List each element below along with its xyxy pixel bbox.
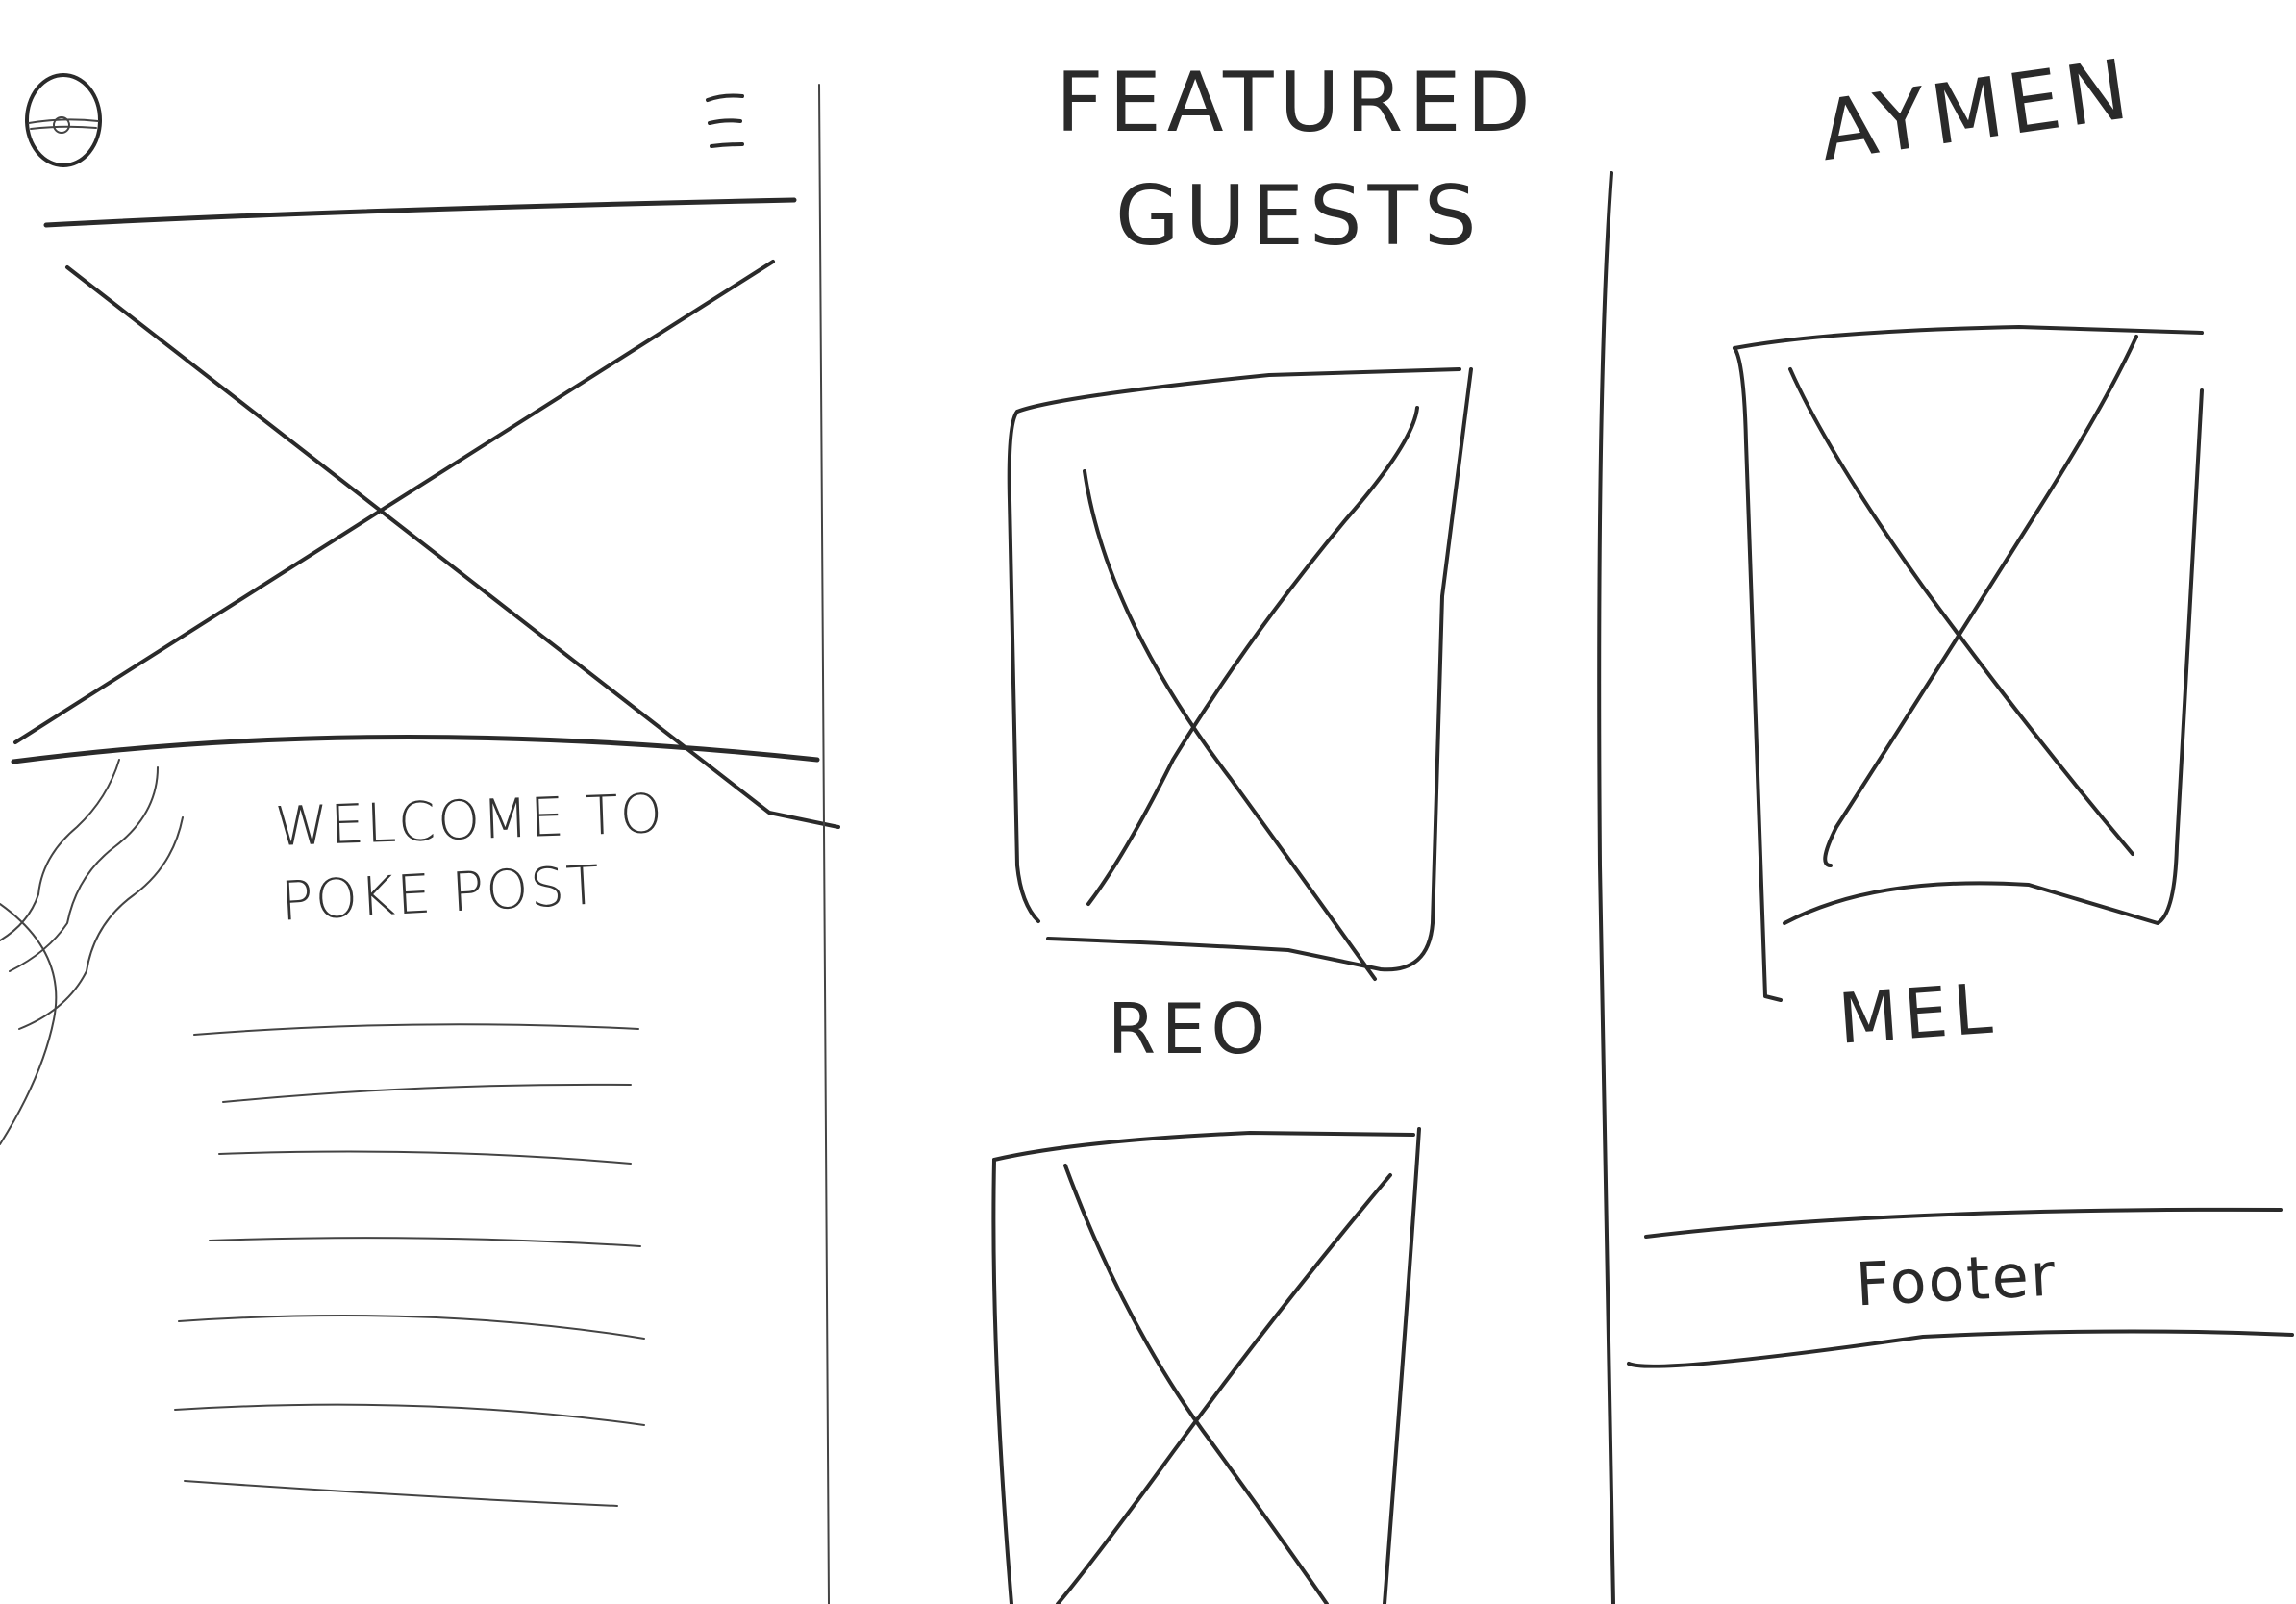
guest-card-third-image[interactable]: [991, 1127, 1421, 1604]
footer-band: [1627, 1207, 2294, 1368]
guest-name-reo[interactable]: REO: [1108, 989, 1272, 1069]
guest-card-mel-image[interactable]: [1733, 325, 2204, 1002]
featured-heading-line2: GUESTS: [1115, 168, 1483, 264]
decorative-waves: [0, 759, 184, 1145]
body-text-placeholder: [174, 1023, 645, 1507]
footer-label: Footer: [1854, 1239, 2059, 1320]
mobile-frame-border: [818, 84, 830, 1604]
welcome-line1: WELCOME TO: [273, 782, 665, 860]
hero-image-placeholder: [11, 260, 840, 829]
guest-card-reo-image[interactable]: [1007, 367, 1473, 981]
nav-divider: [43, 197, 797, 228]
hamburger-menu-icon[interactable]: [706, 93, 744, 148]
column-divider: [1597, 171, 1615, 1604]
guest-name-mel[interactable]: MEL: [1835, 967, 2001, 1060]
featured-heading-line1: FEATURED: [1056, 55, 1536, 151]
pokeball-icon[interactable]: [25, 73, 102, 167]
welcome-line2: POKE POST: [279, 854, 603, 934]
